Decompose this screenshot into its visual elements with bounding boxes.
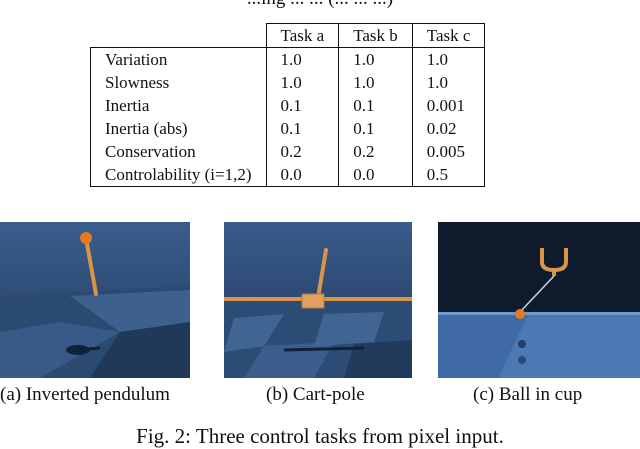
row-label: Variation <box>90 47 267 71</box>
table-cell: 0.0 <box>266 163 340 187</box>
table-header-task-b: Task b <box>338 23 413 48</box>
table-cell: 0.1 <box>266 117 340 140</box>
row-label: Slowness <box>90 71 267 94</box>
table-caption: ...ing ... ... (... ... ...) <box>0 0 640 10</box>
table-cell: 0.2 <box>338 140 413 163</box>
parameter-table: Task a Task b Task c Variation 1.0 1.0 1… <box>90 23 486 187</box>
subfigure-caption-a: (a) Inverted pendulum <box>0 384 170 405</box>
table-row: Variation 1.0 1.0 1.0 <box>90 47 486 71</box>
subfigure-caption-c: (c) Ball in cup <box>473 384 583 405</box>
subfigure-caption-b: (b) Cart-pole <box>266 384 365 405</box>
table-cell: 0.0 <box>338 163 413 187</box>
table-cell: 0.005 <box>412 140 486 163</box>
inverted-pendulum-image <box>0 222 190 378</box>
table-header-empty <box>91 24 267 48</box>
table-cell: 0.5 <box>412 163 486 187</box>
table-cell: 1.0 <box>338 71 413 94</box>
table-cell: 0.2 <box>266 140 340 163</box>
table-row: Inertia (abs) 0.1 0.1 0.02 <box>90 117 486 140</box>
table-cell: 0.1 <box>338 94 413 117</box>
table-header-row: Task a Task b Task c <box>91 23 486 48</box>
row-label: Conservation <box>90 140 267 163</box>
table-cell: 0.001 <box>412 94 486 117</box>
table-cell: 0.1 <box>266 94 340 117</box>
table-header-task-a: Task a <box>265 23 340 48</box>
row-label: Inertia (abs) <box>90 117 267 140</box>
cart-pole-image <box>224 222 412 378</box>
table-cell: 0.02 <box>412 117 486 140</box>
table-row: Conservation 0.2 0.2 0.005 <box>90 140 486 163</box>
table-cell: 0.1 <box>338 117 413 140</box>
table-row: Controlability (i=1,2) 0.0 0.0 0.5 <box>90 163 486 187</box>
table-cell: 1.0 <box>338 47 413 71</box>
row-label: Inertia <box>90 94 267 117</box>
figure-caption: Fig. 2: Three control tasks from pixel i… <box>136 424 504 448</box>
table-row: Inertia 0.1 0.1 0.001 <box>90 94 486 117</box>
ball-in-cup-image <box>438 222 640 378</box>
table-cell: 1.0 <box>412 71 486 94</box>
table-header-task-c: Task c <box>411 23 486 48</box>
row-label: Controlability (i=1,2) <box>90 163 267 187</box>
table-row: Slowness 1.0 1.0 1.0 <box>90 71 486 94</box>
table-cell: 1.0 <box>266 47 340 71</box>
table-cell: 1.0 <box>266 71 340 94</box>
table-cell: 1.0 <box>412 47 486 71</box>
